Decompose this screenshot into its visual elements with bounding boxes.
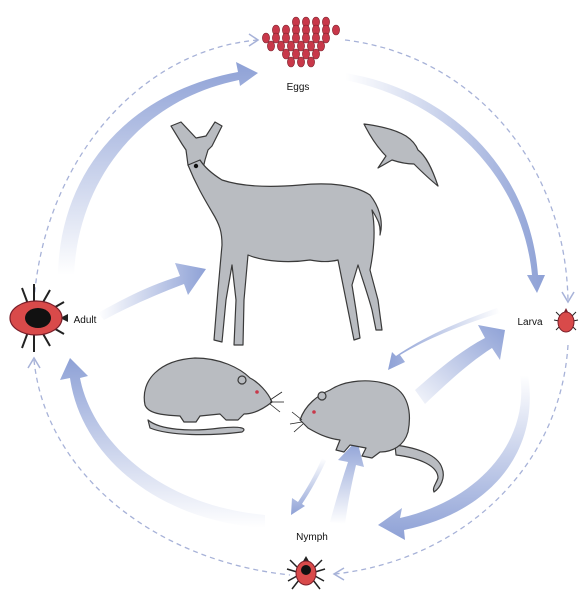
egg bbox=[292, 33, 299, 43]
egg bbox=[297, 41, 304, 51]
arrow-nymph-to-rodent bbox=[330, 440, 364, 524]
egg bbox=[307, 57, 314, 67]
adult-label: Adult bbox=[74, 315, 97, 326]
egg bbox=[277, 41, 284, 51]
egg bbox=[332, 25, 339, 35]
egg-cluster-icon bbox=[262, 17, 339, 67]
egg bbox=[302, 49, 309, 59]
adult-tick-icon bbox=[10, 284, 68, 352]
eggs-label: Eggs bbox=[287, 82, 310, 93]
egg bbox=[312, 33, 319, 43]
bird-icon bbox=[364, 124, 438, 186]
egg bbox=[282, 33, 289, 43]
flow-arrows bbox=[58, 62, 545, 540]
rodent-icon bbox=[144, 358, 284, 435]
arrow-eggs-to-larva bbox=[345, 73, 545, 293]
larva-tick-icon bbox=[554, 308, 578, 332]
egg bbox=[262, 33, 269, 43]
egg bbox=[302, 33, 309, 43]
arrow-adult-to-deer bbox=[98, 263, 206, 320]
deer-icon bbox=[171, 122, 382, 345]
egg bbox=[322, 33, 329, 43]
egg bbox=[282, 49, 289, 59]
egg bbox=[287, 41, 294, 51]
nymph-tick-icon bbox=[287, 556, 325, 589]
egg bbox=[272, 33, 279, 43]
rodent-icon bbox=[290, 381, 443, 492]
egg bbox=[317, 41, 324, 51]
egg bbox=[287, 57, 294, 67]
egg bbox=[307, 41, 314, 51]
egg bbox=[312, 49, 319, 59]
larva-label: Larva bbox=[517, 317, 542, 328]
egg bbox=[267, 41, 274, 51]
nymph-label: Nymph bbox=[296, 532, 328, 543]
arrow-rodent-to-nymph bbox=[291, 458, 326, 515]
egg bbox=[292, 49, 299, 59]
egg bbox=[297, 57, 304, 67]
